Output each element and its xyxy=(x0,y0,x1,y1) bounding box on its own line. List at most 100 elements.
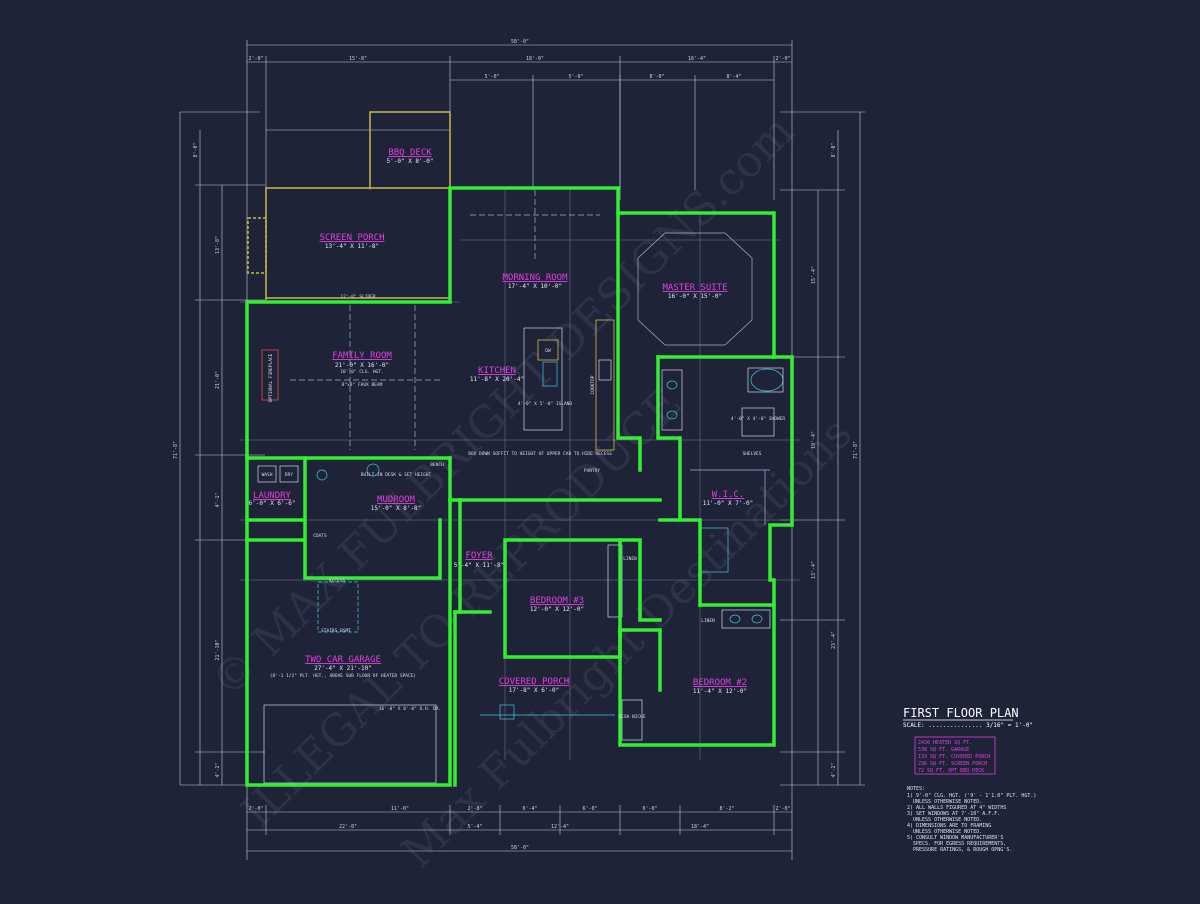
porch-outlines xyxy=(247,111,451,300)
dim-bot-2: 11'-0" xyxy=(391,806,409,812)
dim-left-6: 4'-2" xyxy=(215,762,221,777)
dim-left-5: 21'-10" xyxy=(215,639,221,660)
room-foyer-name: FOYER xyxy=(465,551,493,561)
label-linen-1: LINEN xyxy=(623,556,637,562)
room-bbq-deck-dim: 5'-0" X 8'-0" xyxy=(387,158,434,165)
label-slider: 12'-0" SLIDER xyxy=(340,294,376,300)
room-kitchen-name: KITCHEN xyxy=(478,366,516,376)
dim-bot2-3: 12'-4" xyxy=(551,824,569,830)
master-ceiling-octagon xyxy=(637,232,753,346)
dim-overall-top: 58'-0" xyxy=(511,39,529,45)
label-linen-2: LINEN xyxy=(701,618,715,624)
room-morning-dim: 17'-4" X 10'-0" xyxy=(508,283,562,290)
room-laundry-dim: 6'-0" X 6'-6" xyxy=(249,500,296,507)
label-faux-beam: 8"x8" FAUX BEAM xyxy=(342,382,383,388)
room-garage-dim: 27'-4" X 21'-10" xyxy=(314,665,372,672)
dim-bot-5: 6'-0" xyxy=(582,806,597,812)
garage-door xyxy=(263,704,437,784)
note-4: 3) SET WINDOWS AT 7'-10" A.F.F. xyxy=(907,811,1000,817)
dim-bot2-1: 22'-8" xyxy=(339,824,357,830)
garage-stairs xyxy=(317,581,359,633)
label-bench: BENCH xyxy=(430,462,444,468)
master-shower xyxy=(741,407,775,437)
fixture-labels: 4'-0" X 5'-0" ISLAND DW 4'-0" X 4'-0" SH… xyxy=(262,294,786,720)
room-screen-porch-dim: 13'-4" X 11'-8" xyxy=(325,243,379,250)
dim-bot-6: 6'-0" xyxy=(642,806,657,812)
dim-right-4: 13'-4" xyxy=(811,561,817,579)
room-bed2-name: BEDROOM #2 xyxy=(693,678,747,688)
label-pantry: PANTRY xyxy=(584,468,601,474)
dim-bot-3: 2'-8" xyxy=(467,806,482,812)
kitchen-island xyxy=(523,327,563,431)
room-bbq-deck-name: BBQ DECK xyxy=(388,148,432,158)
room-porch-dim: 17'-8" X 6'-0" xyxy=(509,687,560,694)
room-master-name: MASTER SUITE xyxy=(662,283,727,293)
plan-title: FIRST FLOOR PLAN xyxy=(903,706,1019,720)
dim-right-3: 19'-4" xyxy=(811,431,817,449)
dim-bot-4: 6'-4" xyxy=(522,806,537,812)
label-shower: 4'-0" X 4'-0" SHOWER xyxy=(731,416,785,422)
note-2: UNLESS OTHERWISE NOTED. xyxy=(913,799,982,805)
notes-title: NOTES: xyxy=(907,786,925,792)
room-family-name: FAMILY ROOM xyxy=(332,351,392,361)
room-garage-name: TWO CAR GARAGE xyxy=(305,655,381,665)
walls xyxy=(245,186,794,787)
room-bed3-dim: 12'-0" X 12'-0" xyxy=(530,606,584,613)
label-fireplace: OPTIONAL FIREPLACE xyxy=(268,353,274,402)
label-soffit: BOX DOWN SOFFIT TO HEIGHT OF UPPER CAB T… xyxy=(468,451,612,457)
label-garage-door: 16'-0" X 8'-0" O.H. DR. xyxy=(379,706,441,712)
dim-top2-1: 5'-0" xyxy=(484,74,499,80)
area-heated: 2436 HEATED SQ FT. xyxy=(918,740,972,746)
label-shelves: SHELVES xyxy=(743,451,762,457)
note-3: 2) ALL WALLS FIGURED AT 4" WIDTHS xyxy=(907,805,1006,811)
dim-right-1: 8'-0" xyxy=(831,142,837,157)
fixtures xyxy=(257,190,784,784)
room-foyer-dim: 5'-4" X 11'-8" xyxy=(454,562,505,569)
room-wic-dim: 11'-0" X 7'-0" xyxy=(703,500,754,507)
dim-top2-4: 8'-4" xyxy=(726,74,741,80)
dim-left-4: 4'-1" xyxy=(215,492,221,507)
label-built-in: BUILT-IN DESK & SET HEIGHT xyxy=(361,472,432,478)
label-access: ACCESS xyxy=(329,578,346,584)
room-laundry-name: LAUNDRY xyxy=(253,491,292,501)
label-desk-niche: DESK NICHE xyxy=(618,714,645,720)
room-family-dim: 21'-0" X 16'-0" xyxy=(335,362,389,369)
label-dry: DRY xyxy=(285,472,293,478)
room-bed3-name: BEDROOM #3 xyxy=(530,596,584,606)
dim-top-1: 2'-0" xyxy=(248,56,263,62)
title-block: FIRST FLOOR PLAN SCALE: ............... … xyxy=(903,706,1036,853)
dim-top-2: 15'-8" xyxy=(349,56,367,62)
dim-top-3: 18'-0" xyxy=(526,56,544,62)
dim-bot2-2: 5'-4" xyxy=(467,824,482,830)
room-mudroom-name: MUDROOM xyxy=(377,495,416,505)
dimension-labels: 58'-0" 58'-0" 2'-0" 15'-8" 18'-0" 16'-4"… xyxy=(173,39,859,851)
room-kitchen-dim: 11'-8" X 20'-4" xyxy=(470,376,524,383)
dim-overall-left: 71'-8" xyxy=(173,441,179,459)
note-7: UNLESS OTHERWISE NOTED. xyxy=(913,829,982,835)
room-family-note: 10'-0" CLG. HGT. xyxy=(340,369,383,375)
label-dw: DW xyxy=(545,348,551,354)
room-bed2-dim: 11'-4" X 12'-0" xyxy=(693,688,747,695)
dimension-lines xyxy=(179,40,865,860)
watermarks: © MAX FULBRIGHT DESIGNS.com ILLEGAL TO R… xyxy=(202,106,862,878)
plan-scale: SCALE: ............... 3/16" = 1'-0" xyxy=(903,722,1033,729)
room-master-dim: 16'-0" X 15'-0" xyxy=(668,293,722,300)
dim-top-4: 16'-4" xyxy=(688,56,706,62)
area-summary-box xyxy=(914,736,996,775)
room-mudroom-dim: 15'-0" X 8'-8" xyxy=(371,505,422,512)
dim-left-3: 21'-0" xyxy=(215,371,221,389)
dim-top2-3: 8'-0" xyxy=(649,74,664,80)
dim-bot2-4: 18'-4" xyxy=(691,824,709,830)
room-wic-name: W.I.C. xyxy=(712,490,745,500)
watermark-copyright: © MAX FULBRIGHT DESIGNS.com xyxy=(202,106,804,708)
dim-right-5: 23'-4" xyxy=(831,631,837,649)
dim-overall-bottom: 58'-0" xyxy=(511,845,529,851)
area-garage: 538 SQ FT. GARAGE xyxy=(918,747,969,753)
dim-right-2: 15'-4" xyxy=(811,266,817,284)
label-stairs: STAIRS BSMT xyxy=(321,628,351,634)
cooktop-counter xyxy=(595,319,615,451)
dim-bot-1: 2'-0" xyxy=(248,806,263,812)
note-1: 1) 9'-0" CLG. HGT. ('9' - 1'1.0" PLT. HG… xyxy=(907,793,1036,799)
